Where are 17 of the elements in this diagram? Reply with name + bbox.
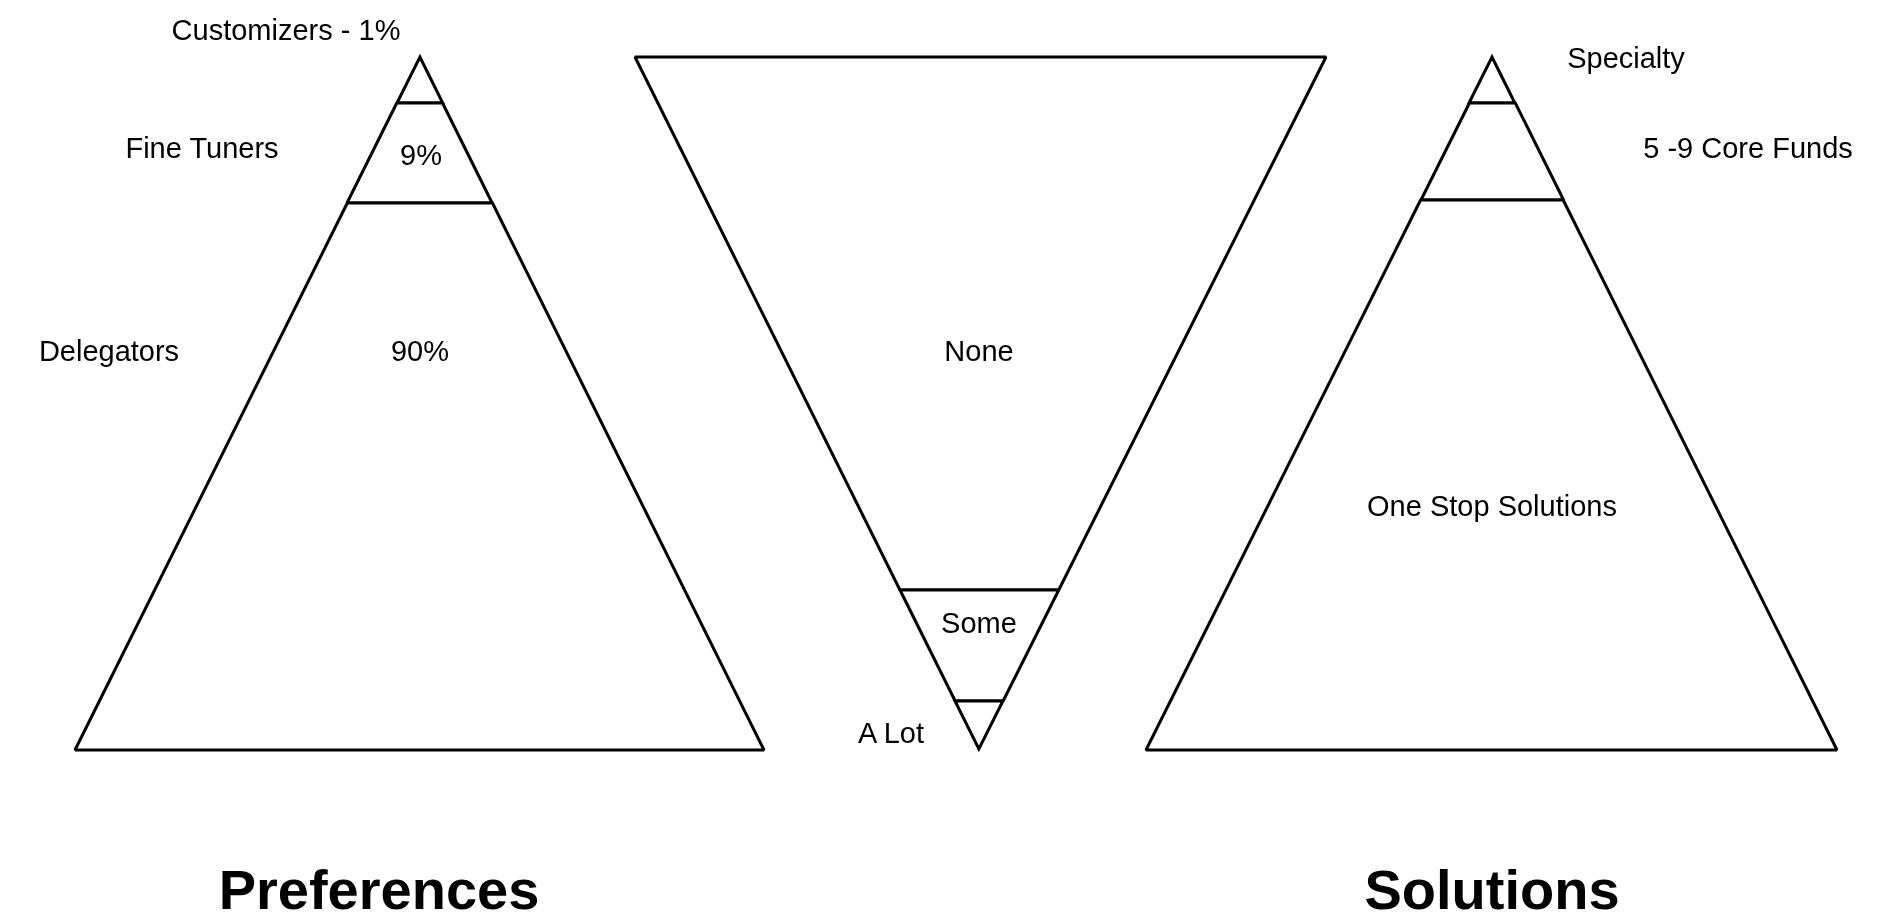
band-label: 9%: [400, 140, 442, 170]
band-label: None: [944, 336, 1014, 366]
pyramid-title: Solutions: [1364, 862, 1620, 915]
tier-label: Fine Tuners: [125, 133, 279, 163]
band-label: One Stop Solutions: [1367, 491, 1617, 521]
tier-label: 5 -9 Core Funds: [1643, 133, 1853, 163]
pyramid-tip: [1469, 57, 1515, 103]
tier-label: Customizers - 1%: [171, 15, 401, 45]
tier-label: Specialty: [1567, 43, 1685, 73]
pyramid-band: [899, 590, 1059, 701]
pyramid-title: Preferences: [218, 862, 540, 915]
pyramid-band: [1146, 200, 1837, 750]
tier-label: A Lot: [857, 718, 925, 748]
band-label: 90%: [391, 336, 449, 366]
pyramid-band: [635, 57, 1326, 590]
band-label: Some: [941, 608, 1017, 638]
tier-label: Delegators: [38, 336, 180, 366]
